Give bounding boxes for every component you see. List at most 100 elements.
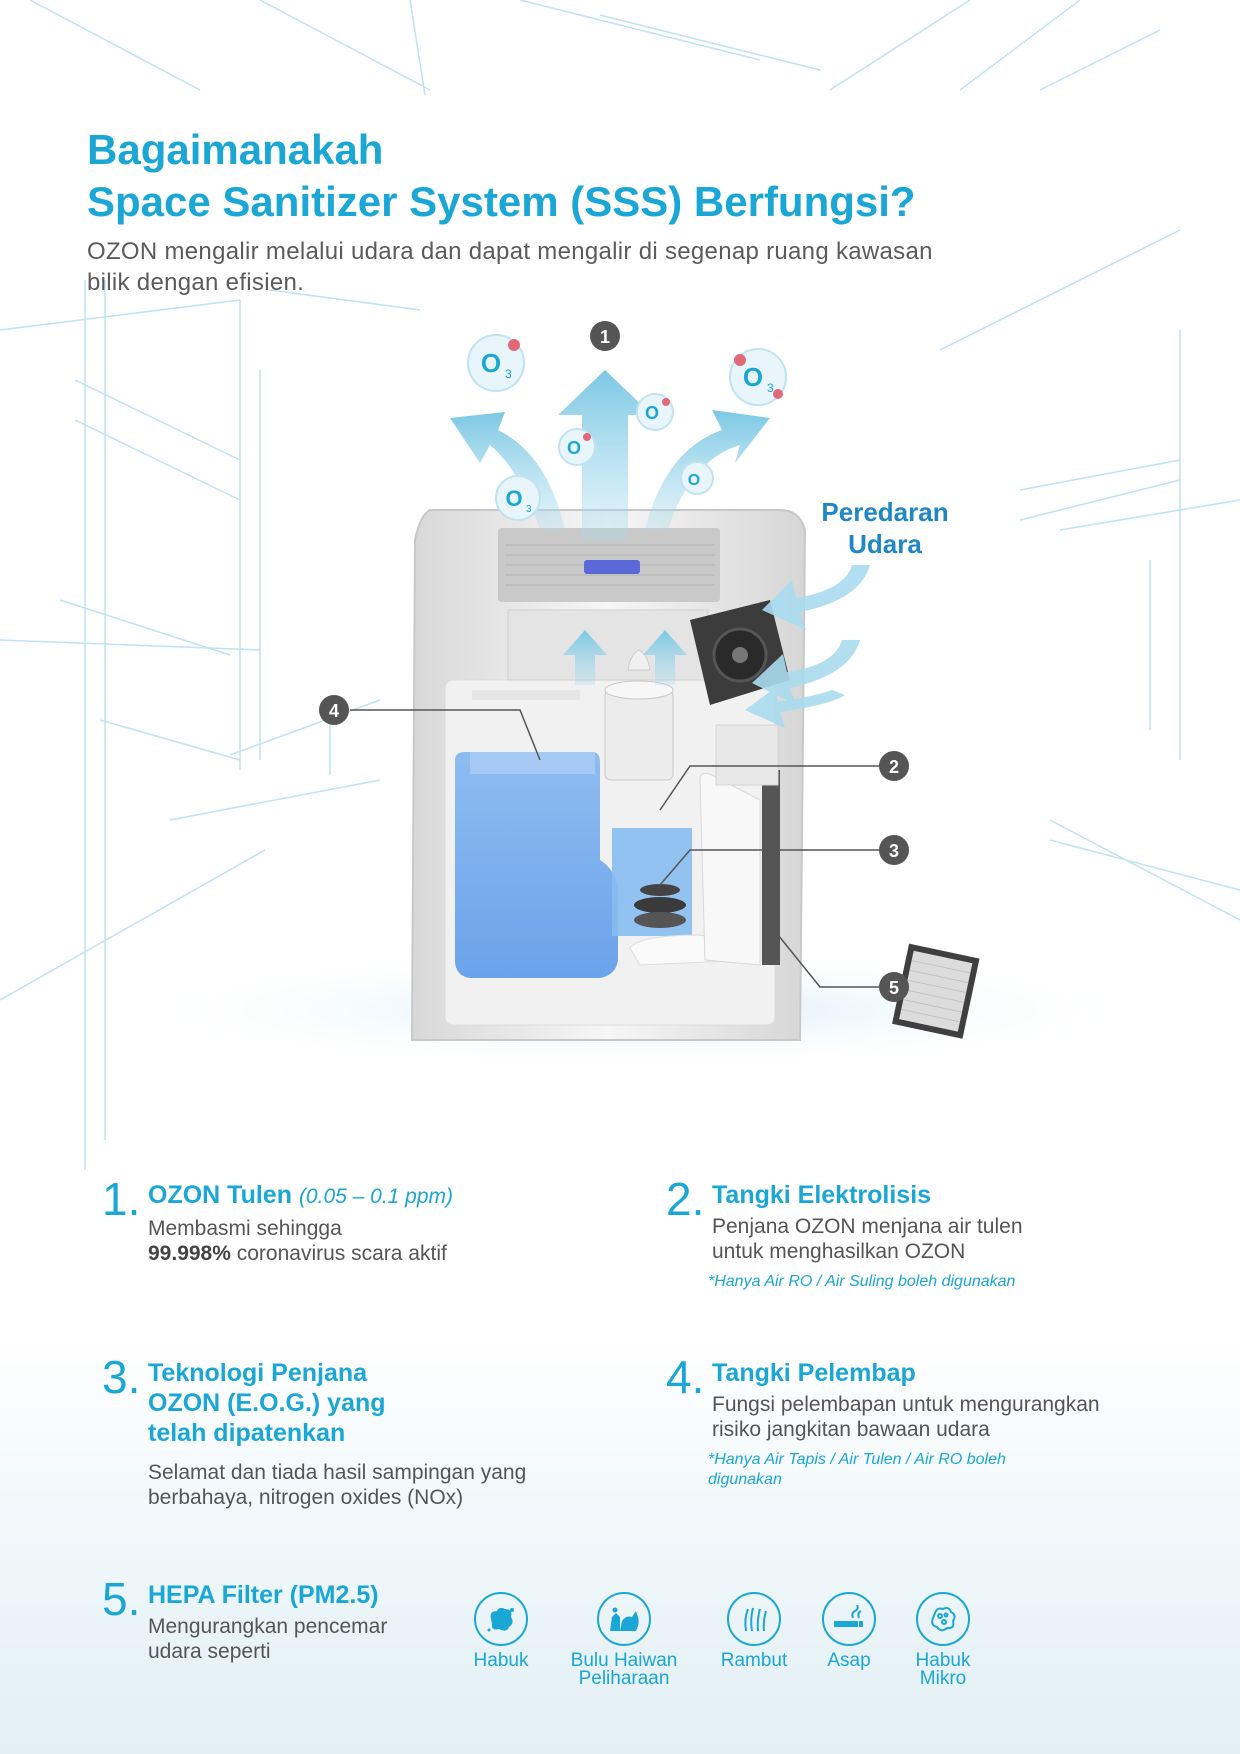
intro-line-1: OZON mengalir melalui udara dan dapat me… bbox=[87, 238, 933, 265]
title-line-1: Bagaimanakah bbox=[87, 126, 384, 173]
arrow-right bbox=[645, 410, 770, 530]
title-line-3: telah dipatenkan bbox=[148, 1419, 346, 1447]
feature-title: Teknologi Penjana OZON (E.O.G.) yang tel… bbox=[148, 1358, 526, 1448]
callout-leaders bbox=[350, 709, 880, 988]
pollutant-label: Asap bbox=[827, 1650, 871, 1671]
humidifier-tank bbox=[455, 690, 618, 978]
svg-text:3: 3 bbox=[889, 841, 899, 861]
ozone-molecule-2: O 3 bbox=[729, 348, 787, 406]
filter-housing bbox=[699, 724, 780, 966]
feature-number: 2. bbox=[666, 1173, 705, 1225]
feature-number: 1. bbox=[102, 1173, 141, 1225]
micro-dust-icon bbox=[916, 1592, 970, 1646]
svg-text:1: 1 bbox=[600, 327, 610, 347]
svg-text:O: O bbox=[481, 348, 501, 378]
arrow-up bbox=[558, 370, 652, 540]
page-title: Bagaimanakah Space Sanitizer System (SSS… bbox=[87, 124, 916, 228]
feature-description: Membasmi sehingga 99.998% coronavirus sc… bbox=[148, 1216, 453, 1266]
feature-title: Tangki Elektrolisis bbox=[712, 1181, 932, 1209]
ozone-molecule-6: O bbox=[680, 461, 714, 495]
svg-text:3: 3 bbox=[526, 504, 532, 515]
svg-text:5: 5 bbox=[889, 978, 899, 998]
feature-number: 5. bbox=[102, 1573, 141, 1625]
intro-text: OZON mengalir melalui udara dan dapat me… bbox=[87, 236, 1137, 298]
desc-highlight: 99.998% bbox=[148, 1242, 231, 1265]
label-line-2: Mikro bbox=[919, 1668, 967, 1689]
feature-description: Penjana OZON menjana air tulen untuk men… bbox=[712, 1214, 1023, 1264]
svg-text:O: O bbox=[743, 362, 763, 392]
svg-text:O: O bbox=[567, 438, 581, 458]
dust-icon bbox=[474, 1592, 528, 1646]
smoke-icon bbox=[822, 1592, 876, 1646]
desc-line-2: berbahaya, nitrogen oxides (NOx) bbox=[148, 1486, 464, 1509]
ozone-molecule-3: O bbox=[558, 428, 596, 466]
note-line-2: digunakan bbox=[708, 1471, 782, 1488]
feature-description: Selamat dan tiada hasil sampingan yang b… bbox=[148, 1460, 526, 1510]
svg-text:4: 4 bbox=[329, 701, 339, 721]
desc-line-1: Penjana OZON menjana air tulen bbox=[712, 1215, 1023, 1238]
feature-number: 4. bbox=[666, 1351, 705, 1403]
label-line-1: Habuk bbox=[915, 1650, 971, 1671]
desc-line-1: Selamat dan tiada hasil sampingan yang bbox=[148, 1461, 527, 1484]
desc-line-1: Membasmi sehingga bbox=[148, 1217, 342, 1240]
svg-text:O: O bbox=[505, 486, 522, 511]
callout-4: 4 bbox=[319, 695, 349, 725]
label-line-1: Bulu Haiwan bbox=[570, 1650, 678, 1671]
air-intake-arrows bbox=[745, 565, 870, 728]
ozone-molecule-5: O 3 bbox=[495, 475, 541, 521]
ozone-molecule-1: O 3 bbox=[467, 334, 525, 392]
pollutant-label: Habuk bbox=[473, 1650, 529, 1671]
arrow-inner-2 bbox=[643, 630, 687, 685]
feature-note: *Hanya Air RO / Air Suling boleh digunak… bbox=[708, 1273, 1016, 1290]
intake-arrow-1 bbox=[762, 565, 870, 630]
air-circulation-label: Peredaran Udara bbox=[800, 496, 970, 560]
svg-text:2: 2 bbox=[889, 757, 899, 777]
pollutant-micro-dust: Habuk Mikro bbox=[878, 1592, 1008, 1688]
pollutant-label: Bulu Haiwan Peliharaan bbox=[559, 1650, 689, 1689]
svg-text:O: O bbox=[645, 403, 659, 423]
intake-arrow-2 bbox=[752, 640, 860, 705]
feature-description: Fungsi pelembapan untuk mengurangkan ris… bbox=[712, 1392, 1100, 1442]
desc-line-2: udara seperti bbox=[148, 1640, 271, 1663]
intake-arrow-3 bbox=[745, 688, 845, 728]
desc-line-2: coronavirus scara aktif bbox=[230, 1242, 447, 1265]
feature-title: OZON Tulen (0.05 – 0.1 ppm) bbox=[148, 1180, 453, 1212]
desc-line-1: Mengurangkan pencemar bbox=[148, 1615, 388, 1638]
callout-3: 3 bbox=[879, 835, 909, 865]
desc-line-1: Fungsi pelembapan untuk mengurangkan bbox=[712, 1393, 1100, 1416]
label-line-2: Peliharaan bbox=[578, 1668, 670, 1689]
svg-text:O: O bbox=[688, 472, 700, 489]
callout-2: 2 bbox=[879, 751, 909, 781]
pollutant-label: Habuk Mikro bbox=[878, 1650, 1008, 1689]
feature-title: HEPA Filter (PM2.5) bbox=[148, 1581, 379, 1609]
pollutant-smoke: Asap bbox=[784, 1592, 914, 1670]
arrow-inner-1 bbox=[563, 630, 607, 685]
air-label-line-2: Udara bbox=[848, 529, 922, 559]
note-line-1: *Hanya Air Tapis / Air Tulen / Air RO bo… bbox=[708, 1451, 1006, 1468]
hair-icon bbox=[727, 1592, 781, 1646]
air-label-line-1: Peredaran bbox=[821, 497, 949, 527]
feature-title-extra: (0.05 – 0.1 ppm) bbox=[298, 1185, 454, 1208]
title-line-1: Teknologi Penjana bbox=[148, 1359, 368, 1387]
callout-1: 1 bbox=[590, 321, 620, 351]
intro-line-2: bilik dengan efisien. bbox=[87, 269, 305, 296]
feature-description: Mengurangkan pencemar udara seperti bbox=[148, 1614, 387, 1664]
pet-hair-icon bbox=[597, 1592, 651, 1646]
desc-line-2: risiko jangkitan bawaan udara bbox=[712, 1418, 990, 1441]
desc-line-2: untuk menghasilkan OZON bbox=[712, 1240, 966, 1263]
display-panel bbox=[584, 560, 640, 574]
svg-text:3: 3 bbox=[767, 381, 774, 395]
title-line-2: Space Sanitizer System (SSS) Berfungsi? bbox=[87, 178, 916, 225]
feature-title-text: OZON Tulen bbox=[148, 1181, 292, 1209]
feature-number: 3. bbox=[102, 1351, 141, 1403]
callout-5: 5 bbox=[879, 972, 909, 1002]
product-cutaway-illustration: O 3 O 3 O O O 3 O bbox=[120, 321, 1160, 1070]
electrolysis-tank bbox=[604, 649, 674, 781]
svg-text:3: 3 bbox=[505, 367, 512, 381]
ozone-molecule-4: O bbox=[636, 393, 674, 431]
pollutant-dust: Habuk bbox=[436, 1592, 566, 1670]
pollutant-pet-hair: Bulu Haiwan Peliharaan bbox=[559, 1592, 689, 1688]
feature-note: *Hanya Air Tapis / Air Tulen / Air RO bo… bbox=[708, 1450, 1100, 1490]
pollutant-hair: Rambut bbox=[689, 1592, 819, 1670]
